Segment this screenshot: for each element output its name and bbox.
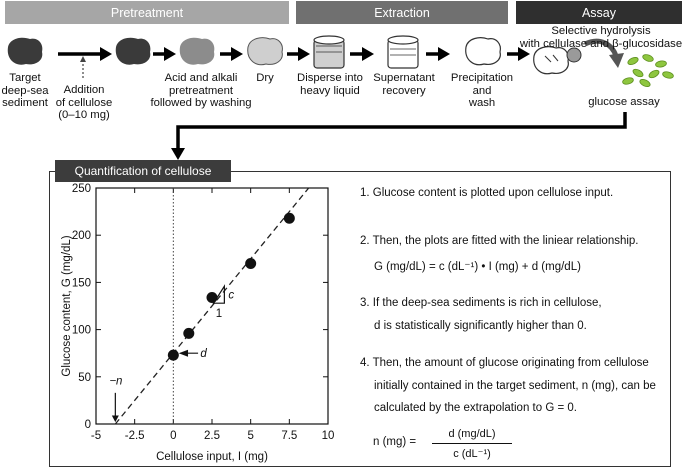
slope-triangle — [212, 284, 225, 304]
step-label-supernatant: Supernatant recovery — [373, 72, 435, 97]
quantification-panel — [49, 171, 671, 467]
step-4-text-cont2: calculated by the extrapolation to G = 0… — [374, 402, 577, 414]
y-axis-label: Glucose content, G (mg/dL) — [61, 235, 73, 376]
sediment-icon — [247, 37, 283, 66]
linear-equation: G (mg/dL) = c (dL⁻¹) • I (mg) + d (mg/dL… — [374, 261, 581, 273]
glucose-molecules-icon — [622, 54, 674, 87]
quantification-title-text: Quantification of cellulose — [74, 164, 212, 178]
quantification-title: Quantification of cellulose — [55, 160, 231, 182]
step-2-text: 2. Then, the plots are fitted with the l… — [360, 235, 639, 247]
slope-label-c: c — [228, 290, 234, 302]
x-tick-label: -5 — [91, 430, 101, 442]
step-4-text: 4. Then, the amount of glucose originati… — [360, 357, 649, 369]
n-arrowhead — [111, 415, 119, 423]
x-tick-label: 5 — [247, 430, 253, 442]
sediment-icon — [179, 37, 215, 65]
sediment-icon — [115, 37, 151, 65]
workflow-graphics — [7, 35, 674, 160]
y-tick-label: 150 — [72, 277, 91, 289]
x-tick-label: 0 — [170, 430, 176, 442]
formula-lhs: n (mg) = — [373, 436, 417, 448]
x-tick-label: 10 — [322, 430, 335, 442]
sediment-icon — [7, 37, 43, 65]
slope-label-1: 1 — [216, 308, 222, 320]
n-annotation: −n — [109, 375, 122, 387]
step-label-target-sediment: Target deep-sea sediment — [1, 72, 49, 109]
formula-denominator: c (dL⁻¹) — [453, 448, 491, 460]
step-label-addition: Addition of cellulose (0–10 mg) — [55, 84, 113, 121]
x-tick-label: -2.5 — [125, 430, 145, 442]
workflow-arrowhead — [100, 47, 112, 61]
data-point — [206, 292, 218, 304]
assay-header: Assay — [516, 1, 682, 24]
data-point — [183, 327, 195, 339]
step-label-hydrolysis: Selective hydrolysis with cellulase and … — [519, 25, 683, 50]
y-tick-label: 200 — [72, 230, 91, 242]
step-3-text-cont: d is statistically significantly higher … — [374, 320, 587, 332]
data-point — [283, 212, 295, 224]
y-tick-label: 0 — [85, 419, 91, 431]
step-label-dry: Dry — [256, 72, 274, 84]
step-label-acid-alkali: Acid and alkali pretreatment followed by… — [150, 72, 252, 109]
precipitate-icon — [465, 37, 501, 66]
x-axis-label: Cellulose input, I (mg) — [156, 451, 268, 463]
y-tick-label: 250 — [72, 183, 91, 195]
pretreatment-header-label: Pretreatment — [110, 5, 184, 20]
heavy-liquid-cylinder-icon — [313, 35, 345, 69]
extraction-header: Extraction — [296, 1, 508, 24]
step-1-text: 1. Glucose content is plotted upon cellu… — [360, 187, 614, 199]
data-point — [245, 258, 257, 270]
hydrolysis-icon — [533, 46, 582, 75]
step-label-glucose-assay: glucose assay — [588, 96, 660, 108]
y-tick-label: 100 — [72, 325, 91, 337]
curved-arrow — [583, 38, 619, 57]
x-tick-label: 7.5 — [281, 430, 297, 442]
step-3-text: 3. If the deep-sea sediments is rich in … — [360, 297, 602, 309]
connector-arrow — [176, 112, 627, 150]
d-arrowhead — [178, 349, 189, 357]
y-tick-label: 50 — [78, 372, 91, 384]
pretreatment-header: Pretreatment — [5, 1, 289, 24]
fit-line — [114, 187, 310, 425]
formula-numerator: d (mg/dL) — [448, 428, 496, 440]
step-label-precipitation: Precipitation and wash — [450, 72, 514, 109]
data-point — [167, 349, 179, 361]
d-annotation: d — [200, 348, 207, 360]
extraction-header-label: Extraction — [374, 5, 430, 20]
step-label-disperse: Disperse into heavy liquid — [297, 72, 363, 97]
x-tick-label: 2.5 — [204, 430, 220, 442]
formula-fraction-bar — [432, 443, 512, 444]
step-4-text-cont1: initially contained in the target sedime… — [374, 380, 656, 392]
assay-header-label: Assay — [581, 5, 617, 20]
supernatant-cylinder-icon — [387, 35, 419, 69]
